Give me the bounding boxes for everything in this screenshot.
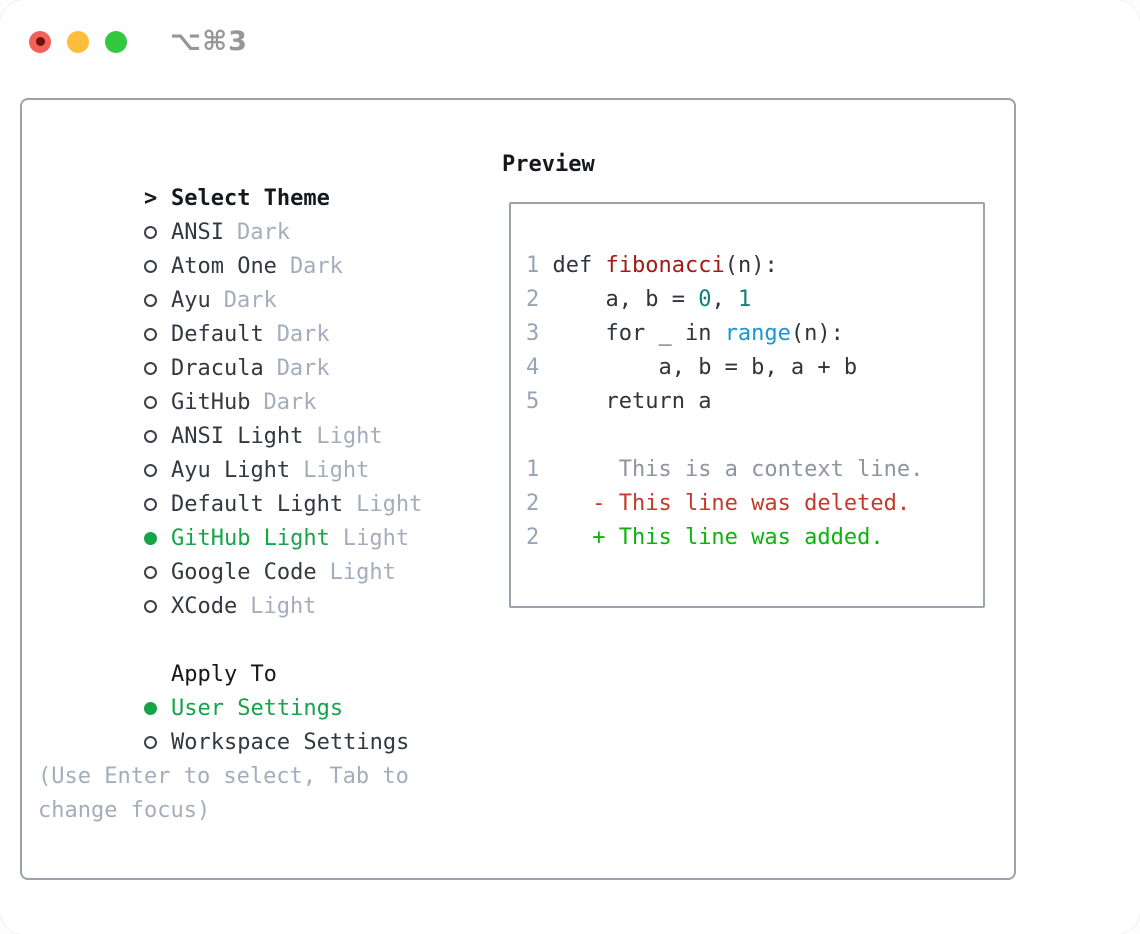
radio-icon: [143, 736, 157, 749]
radio-icon: [143, 226, 157, 239]
preview-box: 1 def fibonacci(n): 2 a, b = 0, 1 3 for _ …: [509, 202, 985, 608]
hint-text-line1: (Use Enter to select, Tab to: [38, 764, 409, 789]
radio-icon: [143, 362, 157, 375]
apply-option-workspace-settings[interactable]: Workspace Settings: [38, 692, 422, 755]
apply-to-title: Apply To: [170, 662, 277, 687]
code-line: 2 a, b = 0, 1: [526, 287, 752, 312]
code-line: 2 + This line was added.: [526, 525, 884, 550]
preview-title: Preview: [502, 152, 595, 177]
radio-icon: [143, 328, 157, 341]
code-line: 1 This is a context line.: [526, 457, 924, 482]
code-line: 3 for _ in range(n):: [526, 321, 844, 346]
hint-text-line2: change focus): [38, 798, 211, 823]
radio-icon: [143, 566, 157, 579]
radio-icon: [143, 430, 157, 443]
select-theme-header: > Select Theme: [38, 148, 422, 211]
apply-option-user-settings[interactable]: User Settings: [38, 658, 422, 721]
code-line: 1 def fibonacci(n):: [526, 253, 778, 278]
code-line: 2 - This line was deleted.: [526, 491, 911, 516]
apply-to-header: Apply To: [38, 624, 422, 687]
radio-icon: [143, 396, 157, 409]
radio-icon: [143, 294, 157, 307]
code-line: 5 return a: [526, 389, 712, 414]
radio-selected-icon: [143, 702, 157, 715]
minimize-button[interactable]: [67, 30, 89, 53]
radio-selected-icon: [143, 532, 157, 545]
cursor-prefix-icon: >: [143, 186, 158, 211]
radio-icon: [143, 260, 157, 273]
radio-icon: [143, 498, 157, 511]
close-dot-icon: [35, 37, 45, 46]
radio-icon: [143, 600, 157, 613]
code-preview: 1 def fibonacci(n): 2 a, b = 0, 1 3 for _ …: [511, 204, 983, 555]
titlebar: ⌥⌘3: [29, 26, 248, 57]
close-button[interactable]: [29, 30, 51, 53]
radio-icon: [143, 464, 157, 477]
code-line: [526, 419, 983, 453]
window-title: ⌥⌘3: [170, 26, 248, 57]
code-line: 4 a, b = b, a + b: [526, 355, 858, 380]
maximize-button[interactable]: [105, 30, 127, 53]
select-theme-title: Select Theme: [170, 186, 330, 211]
